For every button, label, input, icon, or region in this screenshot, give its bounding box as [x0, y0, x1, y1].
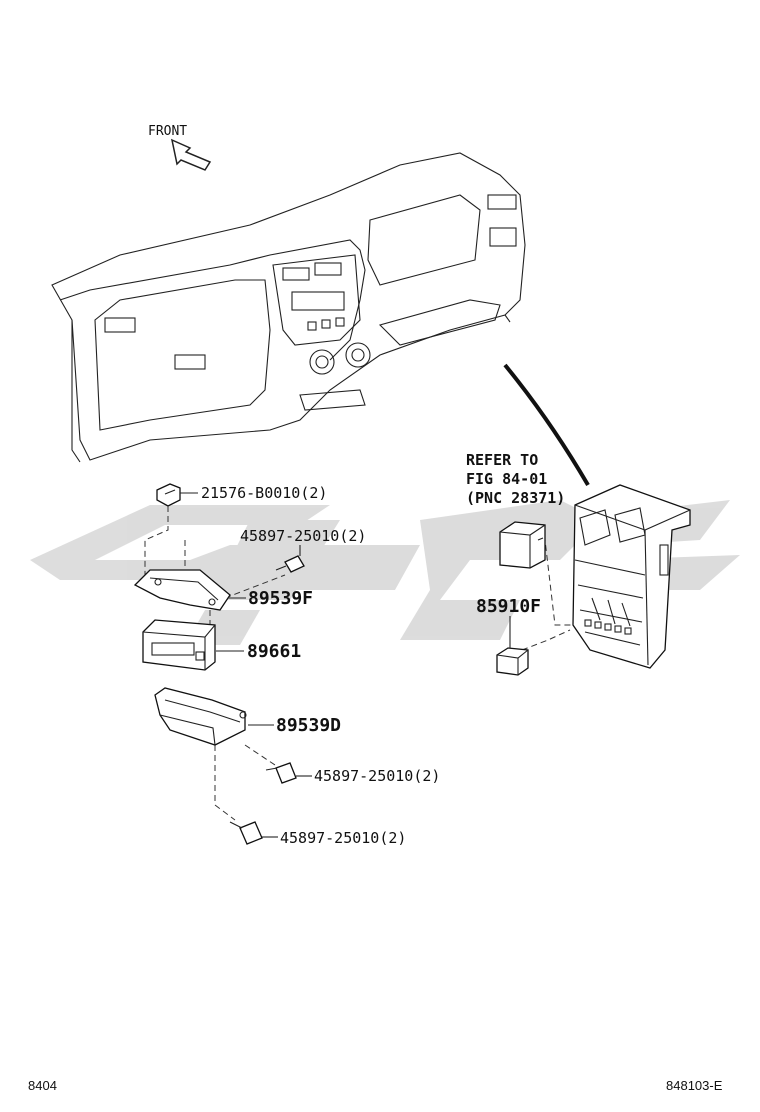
bolt-mid-part [265, 762, 297, 784]
reference-line-3: (PNC 28371) [466, 489, 565, 507]
bracket-upper-part [133, 569, 231, 611]
part-label-bracket-upper: 89539F [248, 588, 313, 609]
front-arrow-icon [170, 138, 212, 171]
part-label-bolt-top: 45897-25010(2) [240, 527, 366, 545]
part-label-bolt-mid: 45897-25010(2) [314, 767, 440, 785]
dashboard-illustration [51, 152, 526, 463]
assembly-line-6 [244, 744, 276, 766]
front-label: FRONT [148, 124, 187, 139]
bracket-lower-part [154, 687, 247, 746]
relay-large-part [499, 521, 546, 569]
footer-left-code: 8404 [28, 1078, 57, 1093]
assembly-line-1 [144, 506, 169, 585]
footer-right-code: 848103-E [666, 1078, 723, 1093]
part-label-ecu: 89661 [247, 641, 301, 662]
junction-box-part [572, 484, 691, 669]
reference-line-1: REFER TO [466, 451, 538, 469]
ecu-part [142, 619, 216, 671]
part-label-bolt-bottom: 45897-25010(2) [280, 829, 406, 847]
relay-small-part [496, 647, 529, 676]
pointer-stroke [503, 363, 590, 487]
assembly-line-5 [214, 745, 236, 821]
assembly-line-8 [521, 629, 571, 651]
bolt-top-part [275, 555, 305, 573]
clip-part [156, 483, 181, 507]
part-label-clip: 21576-B0010(2) [201, 484, 327, 502]
part-label-bracket-lower: 89539D [276, 715, 341, 736]
reference-line-2: FIG 84-01 [466, 470, 547, 488]
bolt-bottom-part [229, 821, 263, 845]
part-label-relay-small: 85910F [476, 596, 541, 617]
assembly-line-4 [224, 574, 286, 599]
